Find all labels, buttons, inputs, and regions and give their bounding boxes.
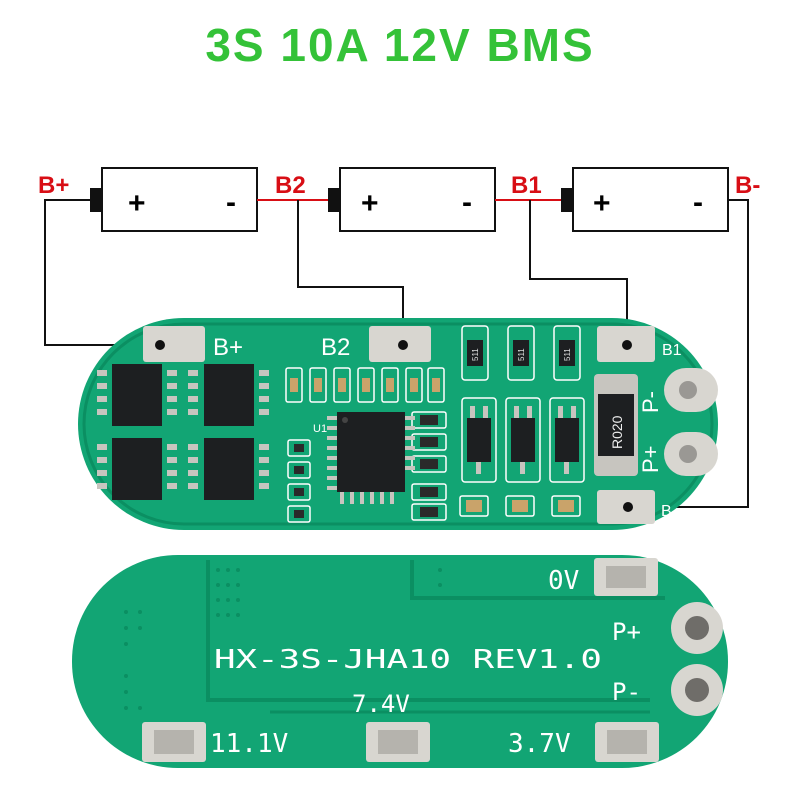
silk-u1: U1 bbox=[313, 423, 327, 435]
battery-terminal-icon bbox=[328, 188, 340, 212]
passive-components bbox=[285, 367, 581, 523]
silk-model: HX-3S-JHA10 REV1.0 bbox=[214, 645, 602, 675]
cell-minus-label: - bbox=[226, 186, 236, 219]
cell-plus-label: + bbox=[361, 187, 379, 220]
cell-plus-label: + bbox=[128, 187, 146, 220]
silk-0v: 0V bbox=[548, 566, 579, 596]
silk-b-plus: B+ bbox=[213, 334, 243, 361]
resistor-code: 511 bbox=[563, 348, 572, 361]
wire-junction-icon bbox=[622, 340, 632, 350]
silk-back-p-minus: P- bbox=[612, 678, 641, 706]
battery-terminal-icon bbox=[561, 188, 573, 212]
battery-cell-1: + - bbox=[90, 167, 258, 232]
silk-11v1: 11.1V bbox=[210, 729, 288, 759]
back-pcb: 0V P+ P- HX-3S-JHA10 REV1.0 7.4V 11.1V 3… bbox=[72, 555, 728, 768]
cell-minus-label: - bbox=[462, 186, 472, 219]
wire-junction-icon bbox=[155, 340, 165, 350]
wire-label-b2: B2 bbox=[275, 172, 306, 199]
battery-terminal-icon bbox=[90, 188, 102, 212]
battery-cell-2: + - bbox=[328, 167, 496, 232]
mosfet-group-left bbox=[97, 364, 269, 500]
silk-back-p-plus: P+ bbox=[612, 618, 641, 646]
wire-label-b-plus: B+ bbox=[38, 172, 69, 199]
wire-junction-icon bbox=[623, 502, 633, 512]
battery-cell-3: + - bbox=[561, 167, 729, 232]
u1-chip bbox=[327, 412, 415, 504]
resistor-code: 511 bbox=[517, 348, 526, 361]
resistor-code: 511 bbox=[471, 348, 480, 361]
front-pcb: B+ B2 B1 B- P- P+ U1 bbox=[78, 318, 718, 530]
balance-resistors: 511 511 511 bbox=[461, 325, 581, 381]
wire-label-b1: B1 bbox=[511, 172, 542, 199]
silk-b2: B2 bbox=[321, 334, 350, 361]
black-wires bbox=[44, 199, 749, 508]
cell-plus-label: + bbox=[593, 187, 611, 220]
silk-p-plus: P+ bbox=[638, 445, 663, 473]
silk-3v7: 3.7V bbox=[508, 729, 571, 759]
silk-b-minus: B- bbox=[661, 503, 677, 520]
silk-7v4: 7.4V bbox=[352, 690, 410, 718]
pad-b-plus bbox=[143, 326, 205, 362]
balance-transistors bbox=[461, 397, 585, 483]
wire-label-b-minus: B- bbox=[735, 172, 760, 199]
page-title: 3S 10A 12V BMS bbox=[205, 19, 595, 71]
sense-resistor-code: R020 bbox=[609, 415, 625, 449]
cell-minus-label: - bbox=[693, 186, 703, 219]
silk-p-minus: P- bbox=[638, 391, 663, 413]
wire-junction-icon bbox=[398, 340, 408, 350]
silk-b1: B1 bbox=[662, 342, 682, 359]
sense-resistor: R020 bbox=[594, 374, 638, 476]
